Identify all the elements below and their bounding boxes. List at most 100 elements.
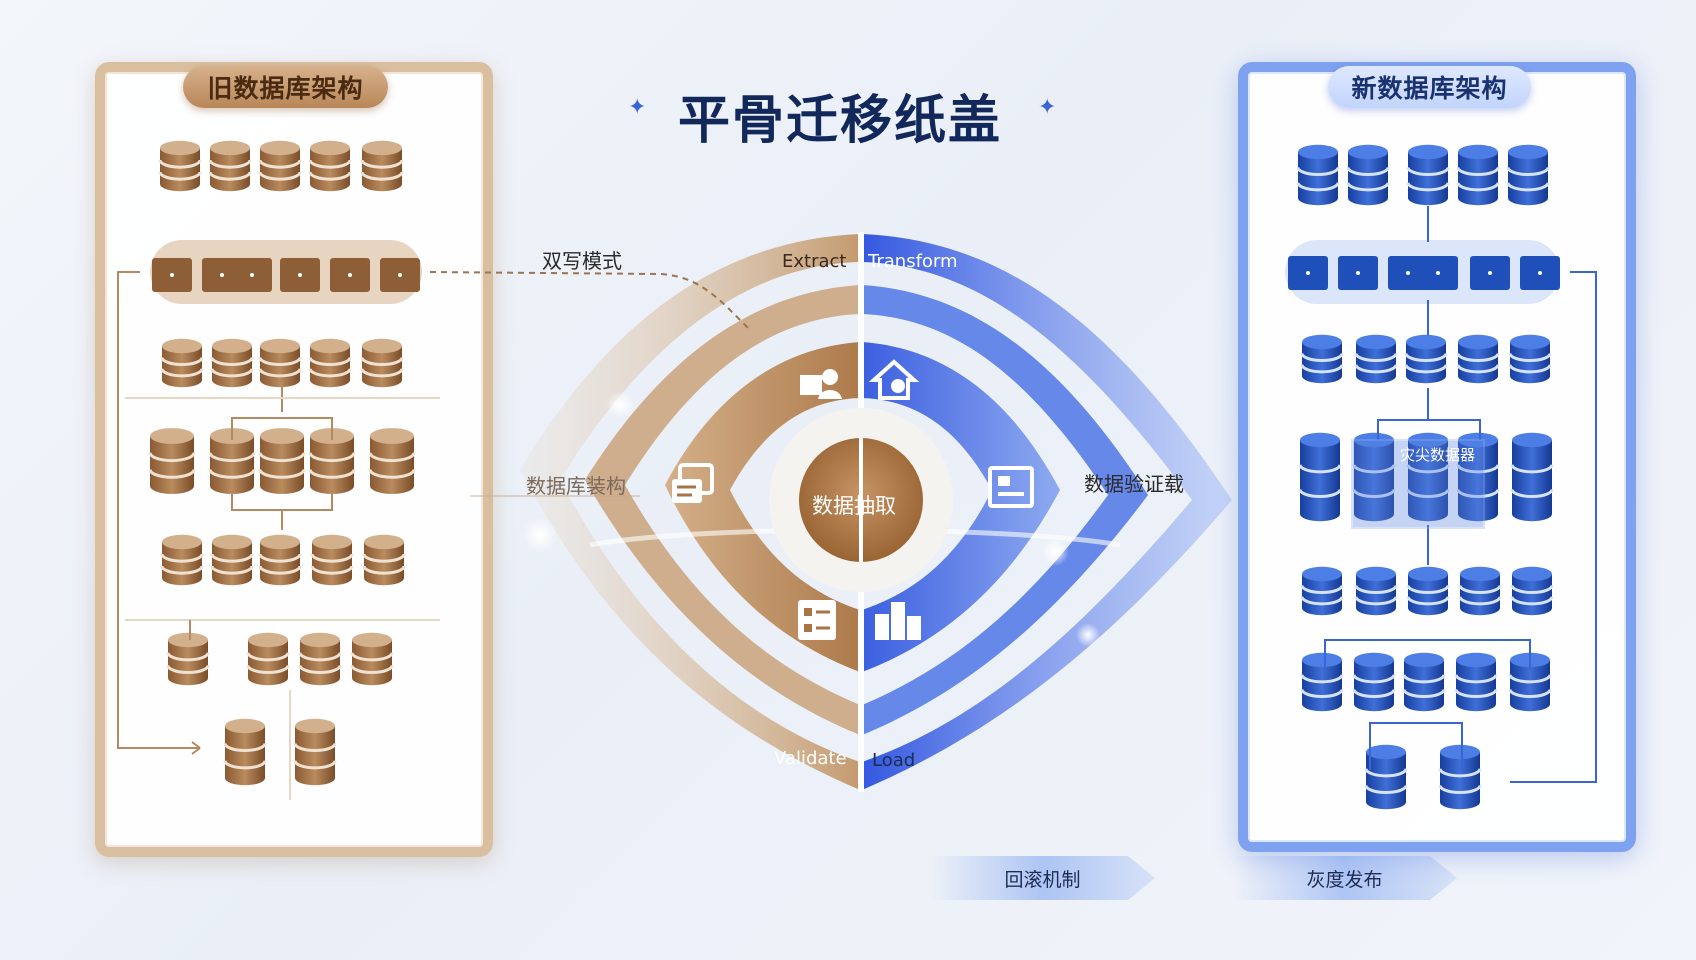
old-db-cylinder [166, 632, 210, 686]
new-flow-lines [1324, 206, 1597, 783]
people-icon [800, 369, 842, 399]
block-dot [1436, 271, 1440, 275]
new-db-cylinder [1352, 432, 1396, 522]
new-db-cylinder [1510, 566, 1554, 616]
gray-release-tab[interactable]: 灰度发布 [1232, 856, 1457, 900]
new-db-cylinder [1300, 652, 1344, 712]
new-architecture-title: 新数据库架构 [1328, 66, 1531, 108]
new-db-cylinder [1298, 432, 1342, 522]
new-cluster-box [1351, 439, 1485, 529]
new-db-cylinder [1300, 334, 1344, 384]
extract-outer-band [520, 234, 860, 790]
old-db-cylinder [210, 338, 254, 388]
old-db-cylinder [362, 534, 406, 586]
transform-outer-band [862, 234, 1232, 790]
new-database-cylinders [1285, 144, 1560, 810]
old-db-cylinder [360, 338, 404, 388]
old-db-cylinder [160, 534, 204, 586]
new-db-cylinder [1402, 652, 1446, 712]
glow-dot [1041, 538, 1069, 566]
gray-release-label: 灰度发布 [1306, 868, 1383, 891]
core-label: 数据抽取 [812, 494, 896, 518]
glow-dot [606, 391, 634, 419]
new-db-cylinder [1506, 144, 1550, 206]
old-db-cylinder [360, 140, 404, 192]
old-db-cylinder [258, 534, 302, 586]
block-dot [1488, 271, 1492, 275]
old-db-cylinder [160, 338, 204, 388]
old-architecture-title: 旧数据库架构 [183, 66, 388, 108]
transform-inner-band [862, 342, 1060, 672]
block-dot [1306, 271, 1310, 275]
rollback-label: 回滚机制 [1004, 868, 1081, 891]
new-db-cylinder [1404, 334, 1448, 384]
transform-middle-band [862, 285, 1148, 735]
new-db-cylinder [1456, 432, 1500, 522]
old-db-cylinder [148, 428, 196, 494]
new-db-cylinder [1456, 144, 1500, 206]
star-icon: ✦ [1038, 95, 1057, 120]
building-icon [875, 602, 921, 640]
block-dot [250, 273, 254, 277]
old-db-cylinder [258, 428, 306, 494]
old-db-cylinder [293, 718, 337, 786]
old-db-cylinder [246, 632, 290, 686]
new-db-cylinder [1354, 334, 1398, 384]
old-database-cylinders [148, 140, 422, 786]
new-db-cylinder [1364, 744, 1408, 810]
old-db-cylinder [350, 632, 394, 686]
old-flow-lines [117, 271, 440, 800]
block-dot [398, 273, 402, 277]
new-db-cylinder [1508, 652, 1552, 712]
old-db-cylinder [258, 338, 302, 388]
checklist-icon [798, 600, 836, 640]
dual-write-connector [429, 271, 751, 331]
new-db-cylinder [1454, 652, 1498, 712]
home-gear-icon [868, 359, 920, 400]
new-db-cylinder [1406, 144, 1450, 206]
old-db-cylinder [208, 428, 256, 494]
dashboard-icon [988, 466, 1034, 508]
block-dot [170, 273, 174, 277]
phase-transform: Transform [868, 251, 958, 272]
verify-load-label: 数据验证载 [1084, 472, 1184, 496]
new-db-cylinder [1354, 566, 1398, 616]
block-dot [1538, 271, 1542, 275]
new-db-cylinder [1346, 144, 1390, 206]
glow-dot [522, 517, 558, 553]
rollback-tab[interactable]: 回滚机制 [930, 856, 1155, 900]
new-db-cylinder [1352, 652, 1396, 712]
block-dot [1406, 271, 1410, 275]
star-icon: ✦ [628, 95, 647, 120]
new-db-cylinder [1510, 432, 1554, 522]
old-db-cylinder [310, 534, 354, 586]
document-icon [672, 463, 714, 503]
new-db-cylinder [1300, 566, 1344, 616]
new-db-cylinder [1296, 144, 1340, 206]
phase-load: Load [872, 750, 916, 771]
schema-label: 数据库装构 [526, 474, 626, 498]
extract-inner-band [665, 342, 860, 672]
block-dot [220, 273, 224, 277]
new-db-cylinder [1438, 744, 1482, 810]
old-db-cylinder [298, 632, 342, 686]
glow-dot [1076, 623, 1100, 647]
new-db-cylinder [1508, 334, 1552, 384]
phase-validate: Validate [774, 748, 847, 769]
new-cluster-label: 灾尖数据器 [1400, 446, 1476, 464]
old-db-cylinder [208, 140, 252, 192]
old-db-cylinder [258, 140, 302, 192]
block-dot [1356, 271, 1360, 275]
dual-write-label: 双写模式 [542, 249, 622, 273]
old-db-cylinder [223, 718, 267, 786]
new-db-cylinder [1458, 566, 1502, 616]
page-title: 平骨迁移纸盖 [677, 91, 1002, 151]
block-dot [298, 273, 302, 277]
old-db-cylinder [210, 534, 254, 586]
new-db-cylinder [1456, 334, 1500, 384]
old-db-cylinder [308, 140, 352, 192]
old-db-cylinder [368, 428, 416, 494]
old-db-cylinder [308, 338, 352, 388]
